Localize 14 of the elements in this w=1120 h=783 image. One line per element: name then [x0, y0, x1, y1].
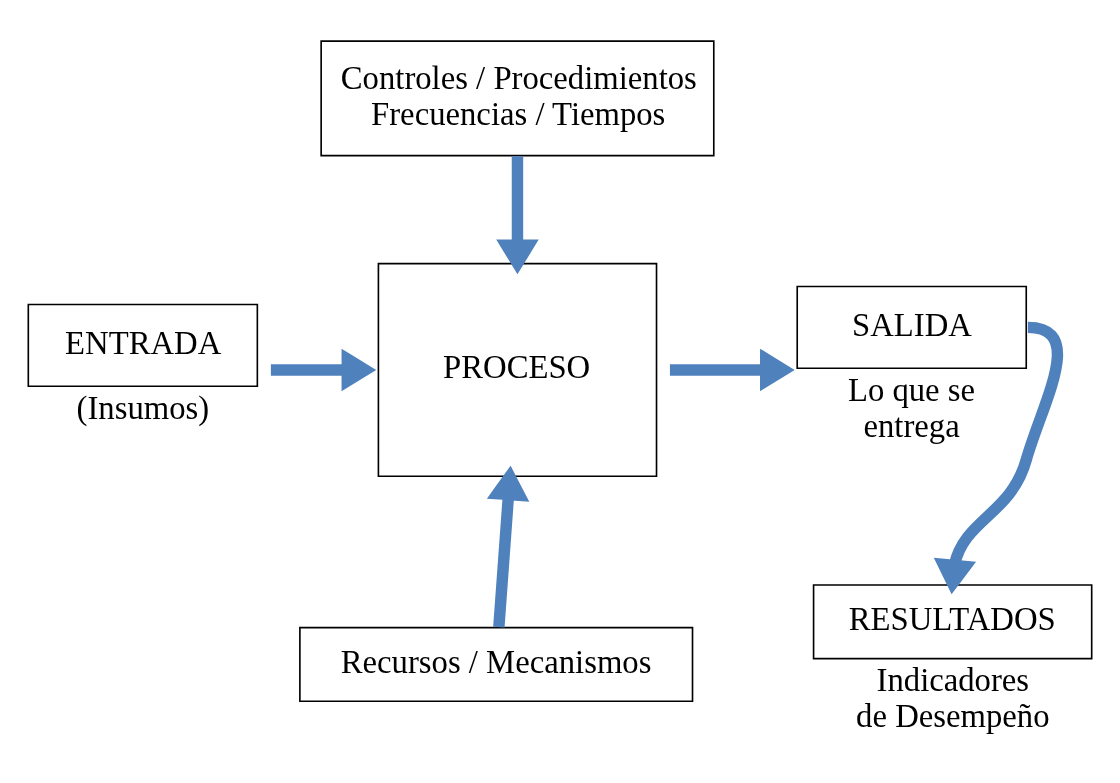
node-box: RESULTADOS — [812, 583, 1093, 659]
arrow — [933, 321, 1063, 594]
arrow — [496, 155, 539, 274]
node-label: Indicadores de Desempeño — [856, 661, 1050, 734]
node-box: SALIDA — [796, 285, 1028, 369]
node-label: Lo que se entrega — [847, 371, 976, 444]
arrow — [270, 348, 377, 391]
arrow — [669, 348, 795, 391]
node-label: (Insumos) — [76, 389, 210, 426]
node-box: ENTRADA — [27, 303, 259, 387]
node-box: Controles / Procedimientos Frecuencias / Tiempos — [320, 39, 715, 156]
arrow — [486, 465, 530, 628]
node-box: Recursos / Mecanismos — [299, 626, 694, 702]
node-box: PROCESO — [377, 262, 658, 477]
